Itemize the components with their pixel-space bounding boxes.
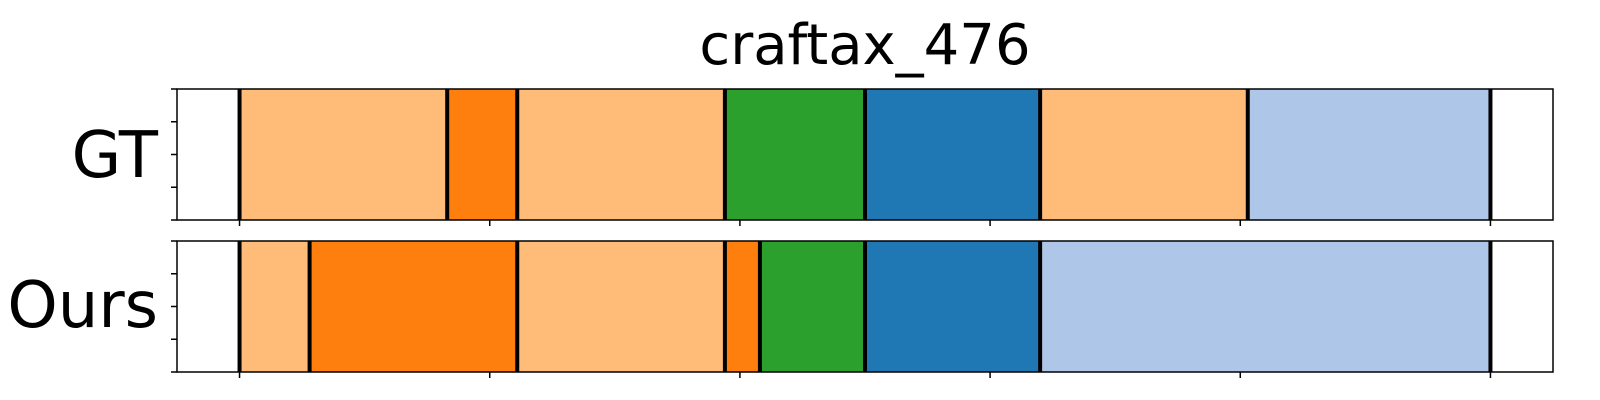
row-label-ours: Ours: [7, 269, 158, 343]
segment-bar: [724, 241, 760, 372]
chart-title: craftax_476: [699, 13, 1030, 78]
segment-bar: [1040, 89, 1248, 220]
segment-bar: [759, 241, 865, 372]
segment-bar: [239, 89, 448, 220]
segment-bar: [517, 89, 725, 220]
segment-bar: [517, 241, 725, 372]
segment-bar: [1247, 89, 1491, 220]
segment-bar: [1040, 241, 1491, 372]
row-label-gt: GT: [72, 119, 159, 193]
row-0: [171, 88, 1554, 226]
segment-bar: [724, 89, 865, 220]
segment-bar: [865, 241, 1041, 372]
segment-bar: [447, 89, 518, 220]
segment-bar: [309, 241, 518, 372]
segment-bar: [865, 89, 1041, 220]
row-1: [171, 240, 1554, 378]
segment-bar: [239, 241, 310, 372]
